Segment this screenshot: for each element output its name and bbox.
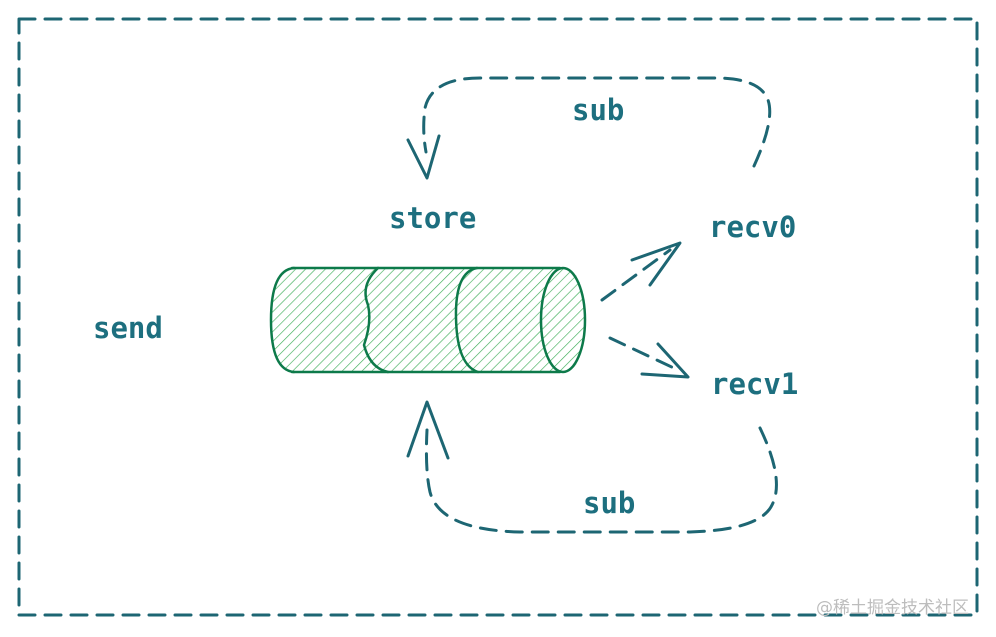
cylinder-right-cap [539,266,587,374]
label-store: store [389,201,476,235]
arrow-to-recv0-line [600,248,672,302]
arrow-to-recv1-head [640,342,690,379]
sub-top-arrowhead [406,134,441,180]
cylinder-left-cap [269,266,296,374]
label-recv1: recv1 [711,367,798,401]
label-recv0: recv0 [709,210,796,244]
store-cylinder [269,266,587,374]
label-sub-top: sub [572,93,624,127]
watermark: @稀土掘金技术社区 [816,598,969,618]
cylinder-segment-2 [454,266,480,374]
outer-boundary [17,17,979,617]
sub-bottom-arrowhead [406,400,450,460]
sub-bottom-loop [424,426,778,534]
cylinder-segment-1 [362,266,390,374]
arrow-to-recv0-head [630,241,682,287]
sub-top-loop [422,76,772,168]
label-sub-bottom: sub [583,486,635,520]
arrow-to-recv1-line [608,336,680,372]
cylinder-body-hatch [272,268,585,372]
label-send: send [93,311,163,345]
